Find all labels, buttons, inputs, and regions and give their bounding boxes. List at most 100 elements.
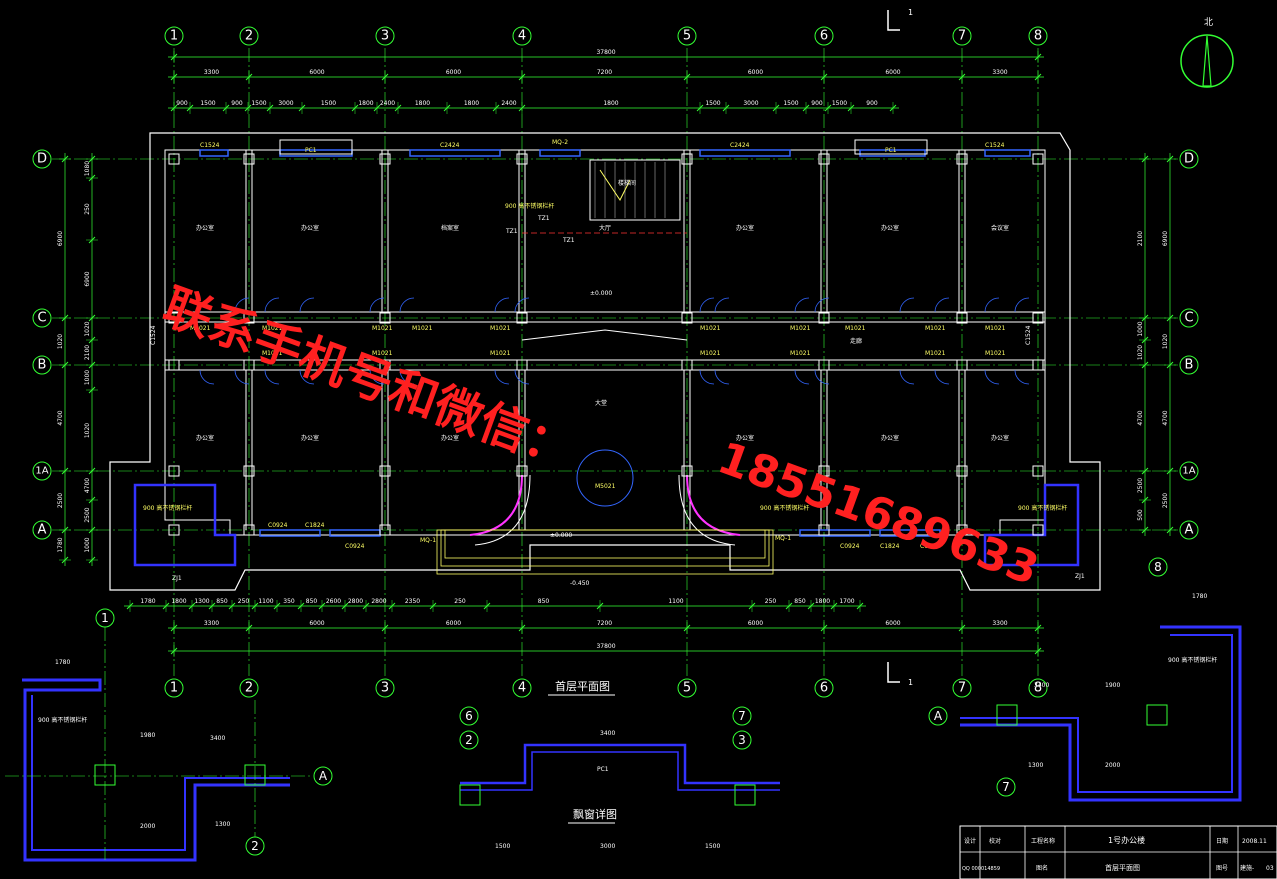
dim-top-detail-label: 1500 bbox=[321, 100, 336, 107]
detail-window-label: PC1 bbox=[597, 766, 609, 773]
detail-dim: 1980 bbox=[140, 732, 155, 739]
window-label: MQ-1 bbox=[420, 537, 436, 544]
column bbox=[243, 465, 255, 477]
column bbox=[243, 359, 255, 371]
dim-left-inner-label: 1080 bbox=[84, 161, 91, 176]
door-label: M1021 bbox=[262, 350, 283, 357]
door-swing bbox=[399, 369, 415, 385]
axis-number: 1 bbox=[170, 29, 178, 44]
window-label: PC1 bbox=[885, 147, 897, 154]
entrance-curve bbox=[686, 474, 741, 536]
axis-bubble bbox=[1179, 308, 1199, 328]
detail-axis-letter: A bbox=[934, 709, 943, 723]
tb-label-date: 日期 bbox=[1216, 837, 1228, 845]
column bbox=[956, 153, 968, 165]
note-label: TZ1 bbox=[562, 237, 575, 244]
bay-window bbox=[279, 139, 353, 155]
dim-right-outer-label: 1020 bbox=[1162, 334, 1169, 349]
column bbox=[243, 312, 255, 324]
detail-axis-number: 6 bbox=[465, 709, 473, 723]
section-mark-label: 1 bbox=[908, 8, 913, 17]
dim-top-detail-label: 3000 bbox=[278, 100, 293, 107]
column bbox=[818, 524, 830, 536]
dim-bottom-detail-label: 1800 bbox=[815, 598, 830, 605]
dim-top-detail-label: 1800 bbox=[415, 100, 430, 107]
bay-window-title: 飘窗详图 bbox=[573, 807, 617, 821]
dim-top-detail-label: 900 bbox=[811, 100, 823, 107]
dim-bottom-detail-label: 1100 bbox=[668, 598, 683, 605]
dim-left-outer-label: 1780 bbox=[57, 537, 64, 552]
window-label: MQ-1 bbox=[775, 535, 791, 542]
door-swing bbox=[494, 369, 510, 385]
door-swing bbox=[934, 297, 950, 313]
dim-left-outer-label: 6900 bbox=[57, 231, 64, 246]
window-band bbox=[799, 529, 871, 537]
dim-top-detail-label: 1800 bbox=[603, 100, 618, 107]
door-label: M1021 bbox=[925, 325, 946, 332]
window-label: C0924 bbox=[268, 522, 288, 529]
column bbox=[168, 153, 180, 165]
tb-label-name: 图名 bbox=[1036, 864, 1048, 872]
section-mark bbox=[887, 10, 900, 31]
window-band bbox=[259, 529, 321, 537]
door-swing bbox=[1014, 369, 1030, 385]
corridor-label: 走廊 bbox=[850, 337, 862, 345]
dim-left-inner-label: 2100 bbox=[84, 345, 91, 360]
axis-bubble bbox=[375, 26, 395, 46]
door-label: M1021 bbox=[925, 350, 946, 357]
stair-label: 楼梯间 bbox=[618, 179, 636, 187]
dim-top-total-label: 37800 bbox=[596, 49, 615, 56]
axis-bubble bbox=[1179, 149, 1199, 169]
axis-number: 8 bbox=[1034, 29, 1042, 44]
door-swing bbox=[699, 297, 715, 313]
detail-axis-number: 2 bbox=[251, 839, 259, 853]
window-band bbox=[199, 149, 229, 157]
detail-dim: 2000 bbox=[1105, 762, 1120, 769]
detail-bay-wall bbox=[460, 751, 780, 791]
door-label: M1021 bbox=[262, 325, 283, 332]
dim-right-outer-label: 6900 bbox=[1162, 231, 1169, 246]
window-label: C1524 bbox=[985, 142, 1005, 149]
column bbox=[956, 524, 968, 536]
axis-number: 6 bbox=[820, 29, 828, 44]
column bbox=[681, 153, 693, 165]
dim-left-outer-label: 1020 bbox=[57, 334, 64, 349]
window-label: MQ-2 bbox=[552, 139, 568, 146]
column bbox=[379, 153, 391, 165]
stair bbox=[589, 159, 681, 221]
dim-bottom-detail-label: 350 bbox=[283, 598, 295, 605]
dim-top-detail-label: 1800 bbox=[358, 100, 373, 107]
dim-top-detail-label: 1500 bbox=[251, 100, 266, 107]
door-swing bbox=[399, 297, 415, 313]
hall-label: 大堂 bbox=[595, 399, 607, 407]
door-swing bbox=[899, 297, 915, 313]
axis-bubble bbox=[952, 678, 972, 698]
dim-bottom-detail-label: 850 bbox=[306, 598, 318, 605]
note-label: 900 高不锈钢栏杆 bbox=[143, 504, 192, 512]
door-label: M1021 bbox=[985, 350, 1006, 357]
axis-bubble bbox=[814, 26, 834, 46]
door-swing bbox=[814, 297, 830, 313]
note-label: 900 高不锈钢栏杆 bbox=[1018, 504, 1067, 512]
dim-left-inner-label: 1000 bbox=[84, 537, 91, 552]
dim-bottom-bays-label: 3300 bbox=[204, 620, 219, 627]
axis-bubble bbox=[1179, 461, 1199, 481]
column bbox=[818, 153, 830, 165]
window-label: C2424 bbox=[730, 142, 750, 149]
axis-letter: A bbox=[38, 523, 47, 538]
column bbox=[1032, 312, 1044, 324]
column bbox=[243, 524, 255, 536]
note-label: TZ1 bbox=[537, 215, 550, 222]
column bbox=[379, 524, 391, 536]
axis-letter: B bbox=[1185, 358, 1194, 373]
axis-number: 4 bbox=[518, 681, 526, 696]
room-label: 办公室 bbox=[736, 434, 754, 442]
dim-top-bays-label: 6000 bbox=[309, 69, 324, 76]
detail-axis-number: 3 bbox=[738, 733, 746, 747]
dim-top-bays-label: 6000 bbox=[748, 69, 763, 76]
dim-top-bays-label: 6000 bbox=[446, 69, 461, 76]
axis-letter: A bbox=[1185, 523, 1194, 538]
column bbox=[818, 465, 830, 477]
